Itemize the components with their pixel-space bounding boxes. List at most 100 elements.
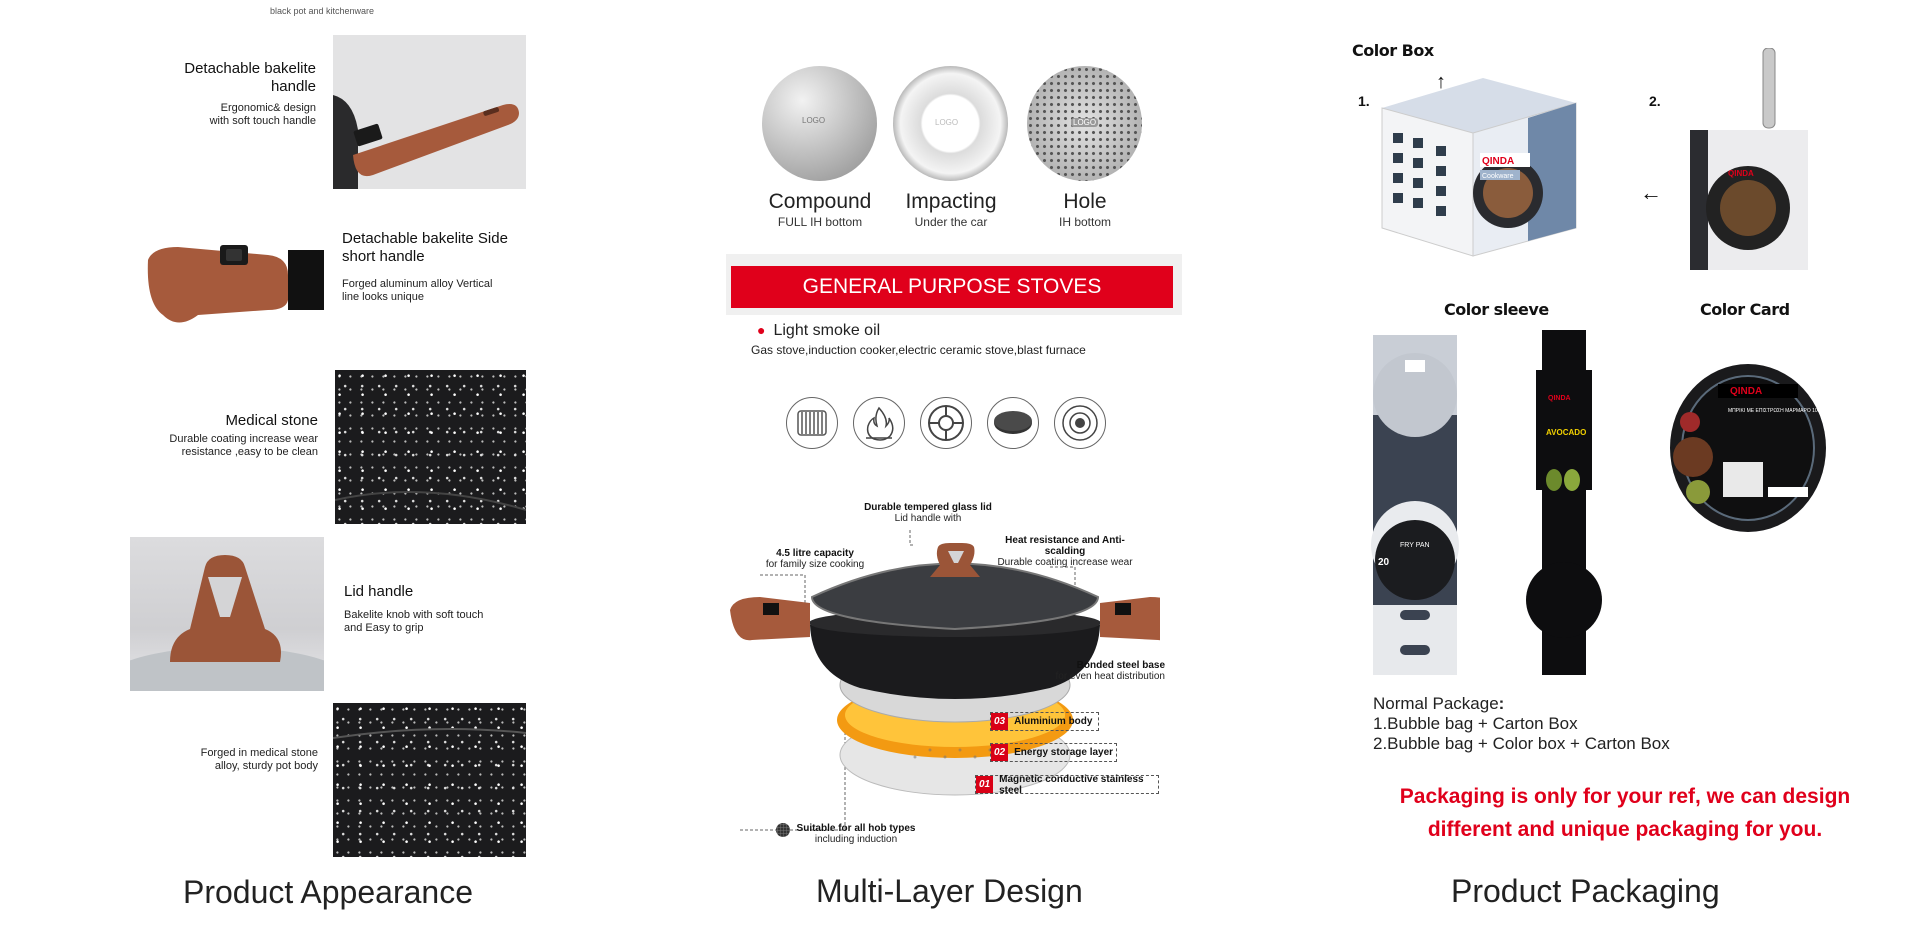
step-1: 1. (1358, 93, 1370, 109)
annotation-capacity: 4.5 litre capacity for family size cooki… (760, 548, 870, 570)
disc-title: Hole (1063, 190, 1107, 213)
disclaimer-line-1: Packaging is only for your ref, we can d… (1399, 785, 1851, 808)
top-partial-text: black pot and kitchenware (270, 6, 375, 16)
disc-logo: LOGO (935, 118, 959, 127)
color-card-illustration: QINDA ΜΠΡΙΚΙ ΜΕ ΕΠΙΣΤΡΩΣΗ ΜΑΡΜΑΡΟ 10cm (1670, 364, 1826, 532)
stove-types: Gas stove,induction cooker,electric cera… (751, 343, 1086, 357)
packaging-disclaimer: Packaging is only for your ref, we can d… (1360, 780, 1890, 846)
side-handle-photo (138, 225, 324, 340)
layer-tag-magnetic: 01 Magnetic conductive stainless steel (975, 773, 1159, 796)
ceramic-plate-icon (987, 397, 1039, 449)
annotation-heat: Heat resistance and Anti-scalding Durabl… (985, 535, 1145, 568)
disc-impacting: LOGO (893, 66, 1008, 181)
disc-logo: LOGO (1071, 118, 1099, 127)
annotation-heat-text: Durable coating increase wear (997, 557, 1133, 568)
card-brand: QINDA (1730, 386, 1762, 397)
disc-sub: IH bottom (1058, 215, 1112, 229)
avocado-label: AVOCADO (1546, 428, 1586, 437)
annotation-hob-types: Suitable for all hob types including ind… (796, 823, 916, 845)
normal-package-note: Normal Package: 1.Bubble bag + Carton Bo… (1373, 694, 1670, 754)
feature-title: Lid handle (344, 583, 414, 600)
layer-number: 02 (991, 744, 1009, 761)
feature-sub: Forged in medical stone alloy, sturdy po… (200, 747, 318, 772)
disc-hole: LOGO (1027, 66, 1142, 181)
annotation-hob-text: including induction (814, 834, 898, 845)
handle-photo (333, 35, 526, 189)
color-card-title: Color Card (1700, 300, 1790, 319)
annotation-hob-bold: Suitable for all hob types (796, 823, 916, 834)
disc-compound: LOGO (762, 66, 877, 181)
layer-number: 03 (991, 713, 1009, 730)
flame-icon (853, 397, 905, 449)
arrow-up-icon: ↑ (1436, 71, 1446, 93)
annotation-lid-text: Lid handle with (894, 513, 962, 524)
feature-sub: Forged aluminum alloy Vertical line look… (342, 278, 493, 303)
feature-pot-body: Forged in medical stone alloy, sturdy po… (180, 747, 318, 773)
normal-package-colon: : (1498, 694, 1505, 713)
long-handle-illustration (333, 95, 519, 189)
color-sleeve-black: QINDA AVOCADO (1526, 330, 1602, 675)
color-box-illustration: QINDA Cookware (1381, 78, 1577, 257)
normal-package-option-2: 2.Bubble bag + Color box + Carton Box (1373, 734, 1670, 753)
lid-knob-illustration (130, 555, 324, 691)
layer-label: Magnetic conductive stainless steel (999, 773, 1144, 796)
gas-burner-icon (920, 397, 972, 449)
feature-title: Medical stone (225, 412, 318, 429)
lid-handle-photo (130, 537, 324, 691)
disc-sub: FULL IH bottom (777, 215, 863, 229)
step-2: 2. (1649, 93, 1661, 109)
annotation-lid: Durable tempered glass lid Lid handle wi… (848, 502, 1008, 524)
stone-coating-photo (335, 370, 526, 524)
layer-number: 01 (976, 776, 994, 793)
disclaimer-line-2: different and unique packaging for you. (1427, 818, 1823, 841)
layer-label: Aluminium body (1014, 716, 1093, 727)
pot-layer-diagram (730, 530, 1160, 831)
annotation-base-bold: Bonded steel base (1076, 660, 1165, 671)
color-box-title: Color Box (1352, 41, 1434, 60)
feature-sub: Bakelite knob with soft touch and Easy t… (344, 609, 484, 634)
color-sleeve-grey: FRY PAN 20 (1371, 335, 1459, 675)
disc-title: Impacting (905, 190, 997, 213)
feature-title: Detachable bakelite handle (184, 60, 316, 95)
blast-furnace-icon (1054, 397, 1106, 449)
frypan-size: 20 (1378, 557, 1390, 568)
feature-lid-handle: Lid handle Bakelite knob with soft touch… (344, 583, 524, 635)
bullet-line: ● Light smoke oil (757, 322, 880, 340)
pot-body-photo (333, 703, 526, 857)
annotation-base: Bonded steel base for even heat distribu… (1030, 660, 1165, 682)
feature-detachable-handle: Detachable bakelite handle Ergonomic& de… (150, 60, 316, 128)
feature-sub: Ergonomic& design with soft touch handle (209, 102, 316, 127)
annotation-lid-bold: Durable tempered glass lid (864, 502, 992, 513)
annotation-capacity-bold: 4.5 litre capacity (776, 548, 854, 559)
color-sleeve-title: Color sleeve (1444, 300, 1549, 319)
frypan-label: FRY PAN (1400, 542, 1430, 549)
layer-tag-energy: 02 Energy storage layer (990, 743, 1117, 762)
bullet-text: Light smoke oil (773, 322, 881, 339)
feature-side-handle: Detachable bakelite Side short handle Fo… (342, 230, 522, 304)
feature-medical-stone: Medical stone Durable coating increase w… (160, 412, 318, 459)
frypan-box-illustration: QINDA (1690, 48, 1808, 270)
card-text: ΜΠΡΙΚΙ ΜΕ ΕΠΙΣΤΡΩΣΗ ΜΑΡΜΑΡΟ 10cm (1728, 408, 1824, 414)
hob-types-icon (776, 823, 790, 837)
layer-label: Energy storage layer (1014, 747, 1114, 758)
caption-multi-layer: Multi-Layer Design (816, 873, 1083, 909)
feature-sub: Durable coating increase wear resistance… (169, 433, 318, 458)
disc-sub: Under the car (914, 215, 988, 229)
annotation-heat-bold: Heat resistance and Anti-scalding (1005, 535, 1125, 557)
disc-title: Compound (768, 190, 872, 213)
sleeve-brand: QINDA (1548, 395, 1571, 402)
arrow-left-icon: ← (1640, 180, 1662, 205)
annotation-capacity-text: for family size cooking (765, 559, 865, 570)
caption-product-packaging: Product Packaging (1451, 873, 1720, 909)
annotation-base-text: for even heat distribution (1055, 671, 1165, 682)
general-purpose-banner: GENERAL PURPOSE STOVES (731, 266, 1173, 308)
normal-package-option-1: 1.Bubble bag + Carton Box (1373, 714, 1578, 733)
feature-title: Detachable bakelite Side short handle (342, 230, 508, 265)
bullet-dot-icon: ● (757, 322, 766, 338)
frypan-box-brand: QINDA (1728, 169, 1754, 178)
box-label: Cookware (1482, 173, 1514, 180)
disc-logo: LOGO (802, 116, 826, 125)
side-handle-illustration (147, 245, 324, 323)
induction-coil-icon (786, 397, 838, 449)
box-brand: QINDA (1482, 156, 1514, 167)
